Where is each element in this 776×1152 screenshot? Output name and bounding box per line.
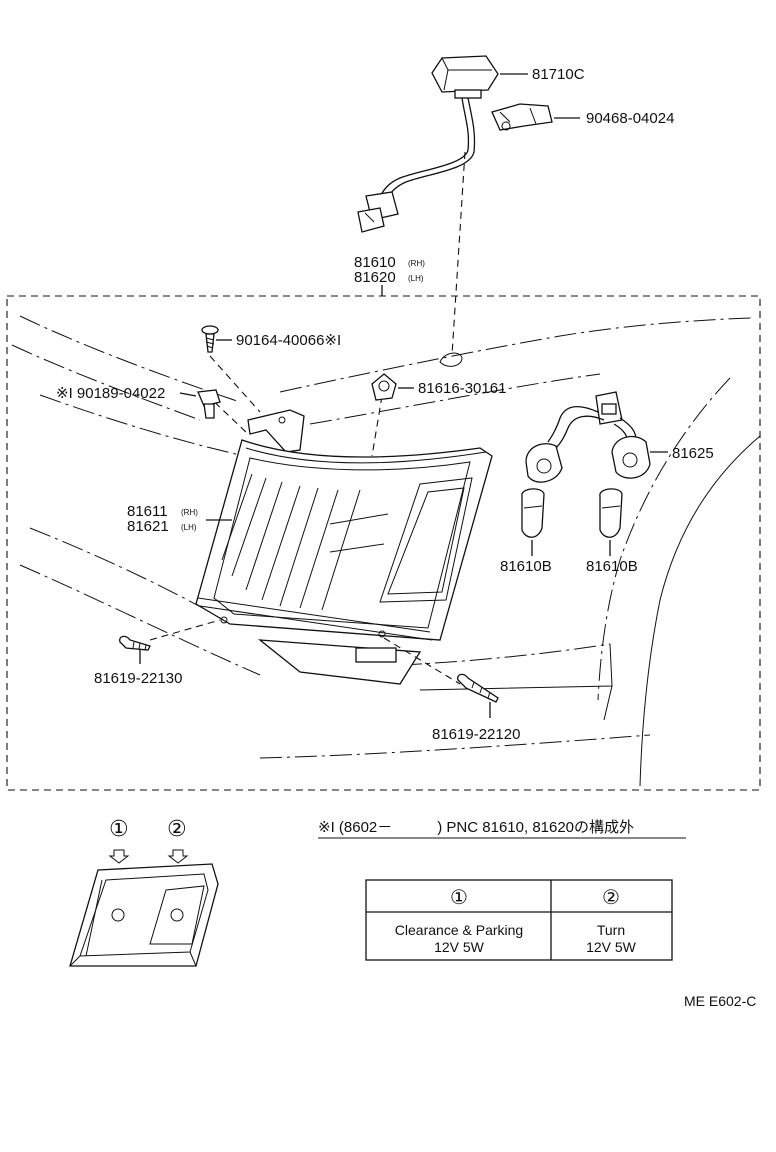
table-header-1: ① — [450, 887, 468, 909]
label-90164-40066: 90164-40066※I — [236, 332, 341, 349]
label-81610b-right: 81610B — [586, 558, 638, 575]
label-81620: 81620 — [354, 269, 396, 286]
bracket-90468-drawing — [491, 103, 553, 131]
body-panel-lines — [11, 315, 761, 787]
lamp-81710c-drawing — [357, 55, 499, 233]
inset-marker-1: ① — [109, 816, 129, 841]
arrow-down-icon — [167, 849, 189, 864]
label-81610b-left: 81610B — [500, 558, 552, 575]
label-81619-22120: 81619-22120 — [432, 726, 520, 743]
label-81611-rh: (RH) — [181, 508, 198, 517]
screw-81619-22130-drawing — [119, 635, 151, 651]
table-cell-watt-1: 12V 5W — [434, 939, 485, 955]
arrow-down-icon — [108, 849, 130, 864]
inset-marker-2: ② — [167, 816, 187, 841]
applicability-note: ※I (8602－ ) PNC 81610, 81620の構成外 — [318, 819, 634, 836]
table-cell-turn: Turn — [597, 922, 625, 938]
label-81620-lh: (LH) — [408, 274, 424, 283]
lamp-housing-81611-drawing — [195, 409, 493, 685]
label-81610: 81610 — [354, 254, 396, 271]
screw-81619-22120-drawing — [457, 673, 499, 703]
bulb-spec-table: ① ② Clearance & Parking Turn 12V 5W 12V … — [365, 879, 673, 961]
mounting-hole — [439, 352, 463, 367]
label-81621-lh: (LH) — [181, 523, 197, 532]
clip-90189-drawing — [197, 389, 221, 419]
label-81621: 81621 — [127, 518, 169, 535]
label-81710c: 81710C — [532, 66, 585, 83]
label-81616-30161: 81616-30161 — [418, 380, 506, 397]
table-header-2: ② — [602, 887, 620, 909]
label-81610-rh: (RH) — [408, 259, 425, 268]
label-90468-04024: 90468-04024 — [586, 110, 674, 127]
table-cell-clearance: Clearance & Parking — [395, 922, 523, 938]
diagram-code: ME E602-C — [684, 993, 756, 1009]
bulb-81610b-right-drawing — [599, 488, 623, 538]
bulb-81610b-left-drawing — [521, 488, 545, 538]
socket-wire-81625-drawing — [525, 391, 651, 483]
table-cell-watt-2: 12V 5W — [586, 939, 637, 955]
label-81619-22130: 81619-22130 — [94, 670, 182, 687]
label-90189-04022: ※I 90189-04022 — [56, 385, 165, 402]
inset-lamp-diagram: ① ② — [69, 816, 219, 967]
screw-90164-drawing — [201, 325, 219, 353]
socket-81616-drawing — [371, 373, 397, 401]
label-81611: 81611 — [127, 503, 168, 520]
assembly-boundary — [6, 295, 761, 791]
label-81625: 81625 — [672, 445, 714, 462]
